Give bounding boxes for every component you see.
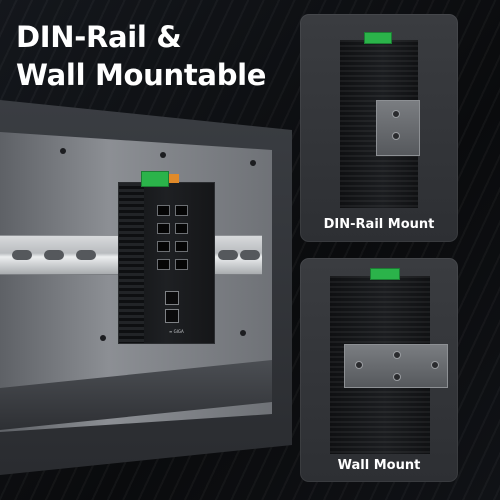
wall-mount-label: Wall Mount [337,458,421,473]
cabinet-hole [250,160,256,166]
rail-slot [240,250,260,260]
headline: DIN-Rail & Wall Mountable [16,18,266,94]
screw [431,361,439,369]
rail-slot [76,250,96,260]
ethernet-port [175,205,188,216]
screw [392,110,400,118]
ethernet-port [175,259,188,270]
power-terminal-block [141,171,169,187]
headline-line-1: DIN-Rail & [16,20,182,54]
rail-slot [44,250,64,260]
din-rail-mount-panel: DIN-Rail Mount [300,14,458,242]
switch-model-label: ≡ GIGA [169,329,184,334]
rail-slot [218,250,238,260]
switch-side-view [340,32,420,208]
power-terminal-block [364,32,392,44]
wall-mount-panel: Wall Mount [300,258,458,482]
ethernet-port [175,241,188,252]
screw [393,351,401,359]
ethernet-port [175,223,188,234]
sfp-port [165,309,179,323]
power-terminal-block [370,268,400,280]
network-switch: ≡ GIGA [118,171,215,344]
wall-mount-bracket [344,344,448,388]
cabinet-hole [160,152,166,158]
cabinet-hole [240,330,246,336]
din-rail-clip [376,100,420,156]
screw [393,373,401,381]
cabinet-hole [100,335,106,341]
cabinet-hole [60,148,66,154]
ethernet-port [157,223,170,234]
heat-sink-fins [119,183,144,343]
ethernet-port [157,241,170,252]
ethernet-port [157,259,170,270]
din-rail-mount-label: DIN-Rail Mount [323,217,435,232]
screw [392,132,400,140]
sfp-port [165,291,179,305]
rail-slot [12,250,32,260]
terminal-connector [169,174,179,183]
screw [355,361,363,369]
headline-line-2: Wall Mountable [16,58,267,92]
ethernet-port [157,205,170,216]
